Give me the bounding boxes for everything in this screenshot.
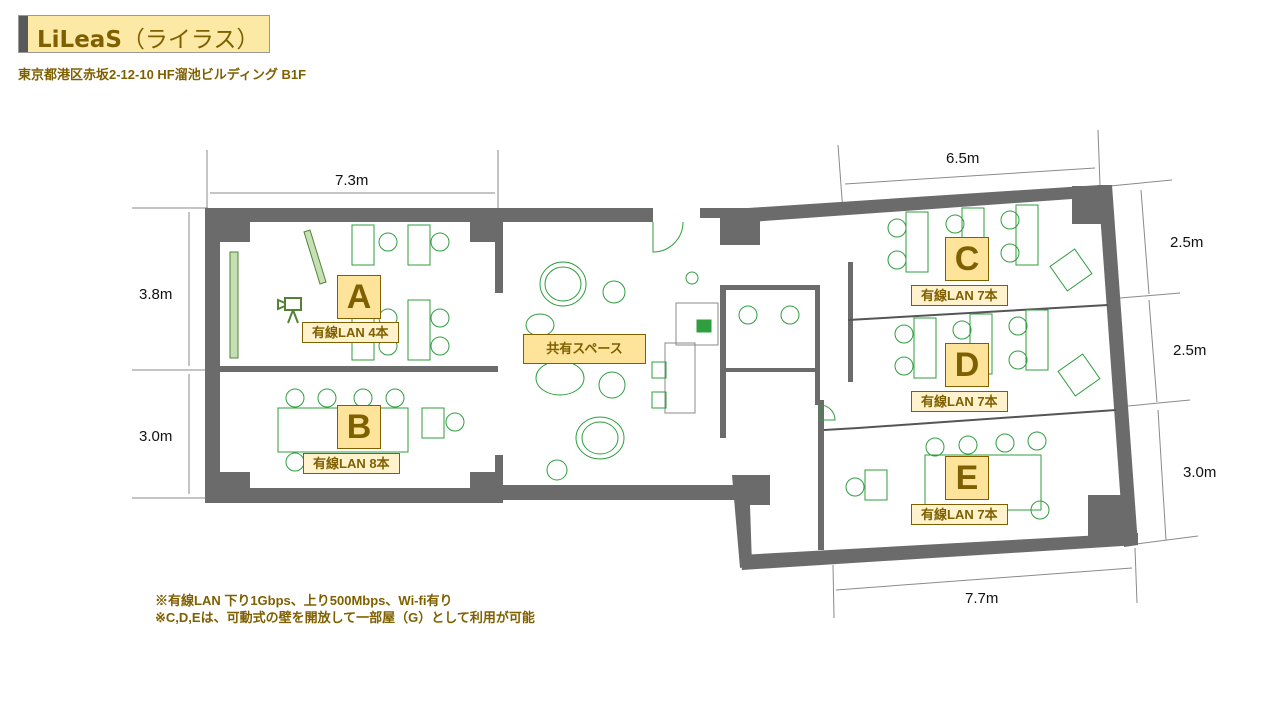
page-title: LiLeaS（ライラス）: [37, 20, 259, 54]
dim-top-left-width: 7.3m: [335, 172, 369, 189]
shared-space-label[interactable]: 共有スペース: [523, 334, 646, 364]
brand-kana: （ライラス）: [121, 26, 260, 52]
title-banner: LiLeaS（ライラス）: [18, 15, 270, 53]
dim-room-a-height: 3.8m: [139, 286, 173, 303]
notes: ※有線LAN 下り1Gbps、上り500Mbps、Wi-fi有り ※C,D,Eは…: [155, 592, 535, 626]
dim-room-b-height: 3.0m: [139, 428, 173, 445]
dim-room-d-height: 2.5m: [1173, 342, 1207, 359]
room-a-label[interactable]: A: [337, 275, 381, 319]
brand-name: LiLeaS: [37, 27, 122, 53]
dim-top-right-width: 6.5m: [946, 150, 980, 167]
dim-bottom-right-width: 7.7m: [965, 590, 999, 607]
room-c-lan: 有線LAN 7本: [911, 285, 1008, 306]
room-e-label[interactable]: E: [945, 456, 989, 500]
title-accent-bar: [19, 16, 28, 52]
room-b-lan: 有線LAN 8本: [303, 453, 400, 474]
room-a-lan: 有線LAN 4本: [302, 322, 399, 343]
video-camera-icon: [277, 297, 302, 324]
room-c-label[interactable]: C: [945, 237, 989, 281]
dim-room-c-height: 2.5m: [1170, 234, 1204, 251]
room-d-lan: 有線LAN 7本: [911, 391, 1008, 412]
note-lan-speed: ※有線LAN 下り1Gbps、上り500Mbps、Wi-fi有り: [155, 593, 453, 608]
room-d-label[interactable]: D: [945, 343, 989, 387]
room-b-label[interactable]: B: [337, 405, 381, 449]
address: 東京都港区赤坂2-12-10 HF溜池ビルディング B1F: [18, 67, 307, 82]
room-e-lan: 有線LAN 7本: [911, 504, 1008, 525]
note-movable-walls: ※C,D,Eは、可動式の壁を開放して一部屋（G）として利用が可能: [155, 610, 535, 625]
dim-room-e-height: 3.0m: [1183, 464, 1217, 481]
